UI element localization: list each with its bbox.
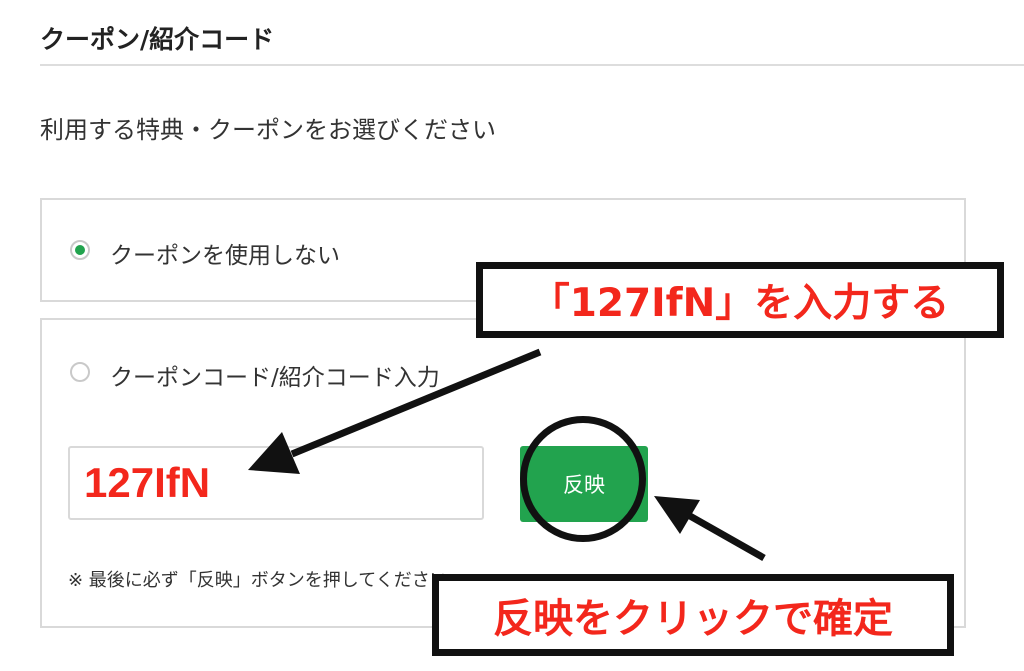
coupon-code-input[interactable] — [68, 446, 484, 520]
input-instruction-callout: 「127IfN」を入力する — [476, 262, 1004, 338]
section-divider — [40, 64, 1024, 66]
radio-coupon-code[interactable] — [70, 362, 90, 382]
option-coupon-code-label: クーポンコード/紹介コード入力 — [110, 365, 440, 391]
apply-button-highlight-circle — [520, 416, 646, 542]
radio-no-coupon[interactable] — [70, 240, 90, 260]
click-instruction-callout: 反映をクリックで確定 — [432, 574, 954, 656]
option-no-coupon-label: クーポンを使用しない — [110, 243, 340, 269]
apply-note: ※ 最後に必ず「反映」ボタンを押してください — [68, 570, 448, 591]
instruction-text: 利用する特典・クーポンをお選びください — [40, 116, 496, 144]
section-title: クーポン/紹介コード — [40, 25, 275, 54]
